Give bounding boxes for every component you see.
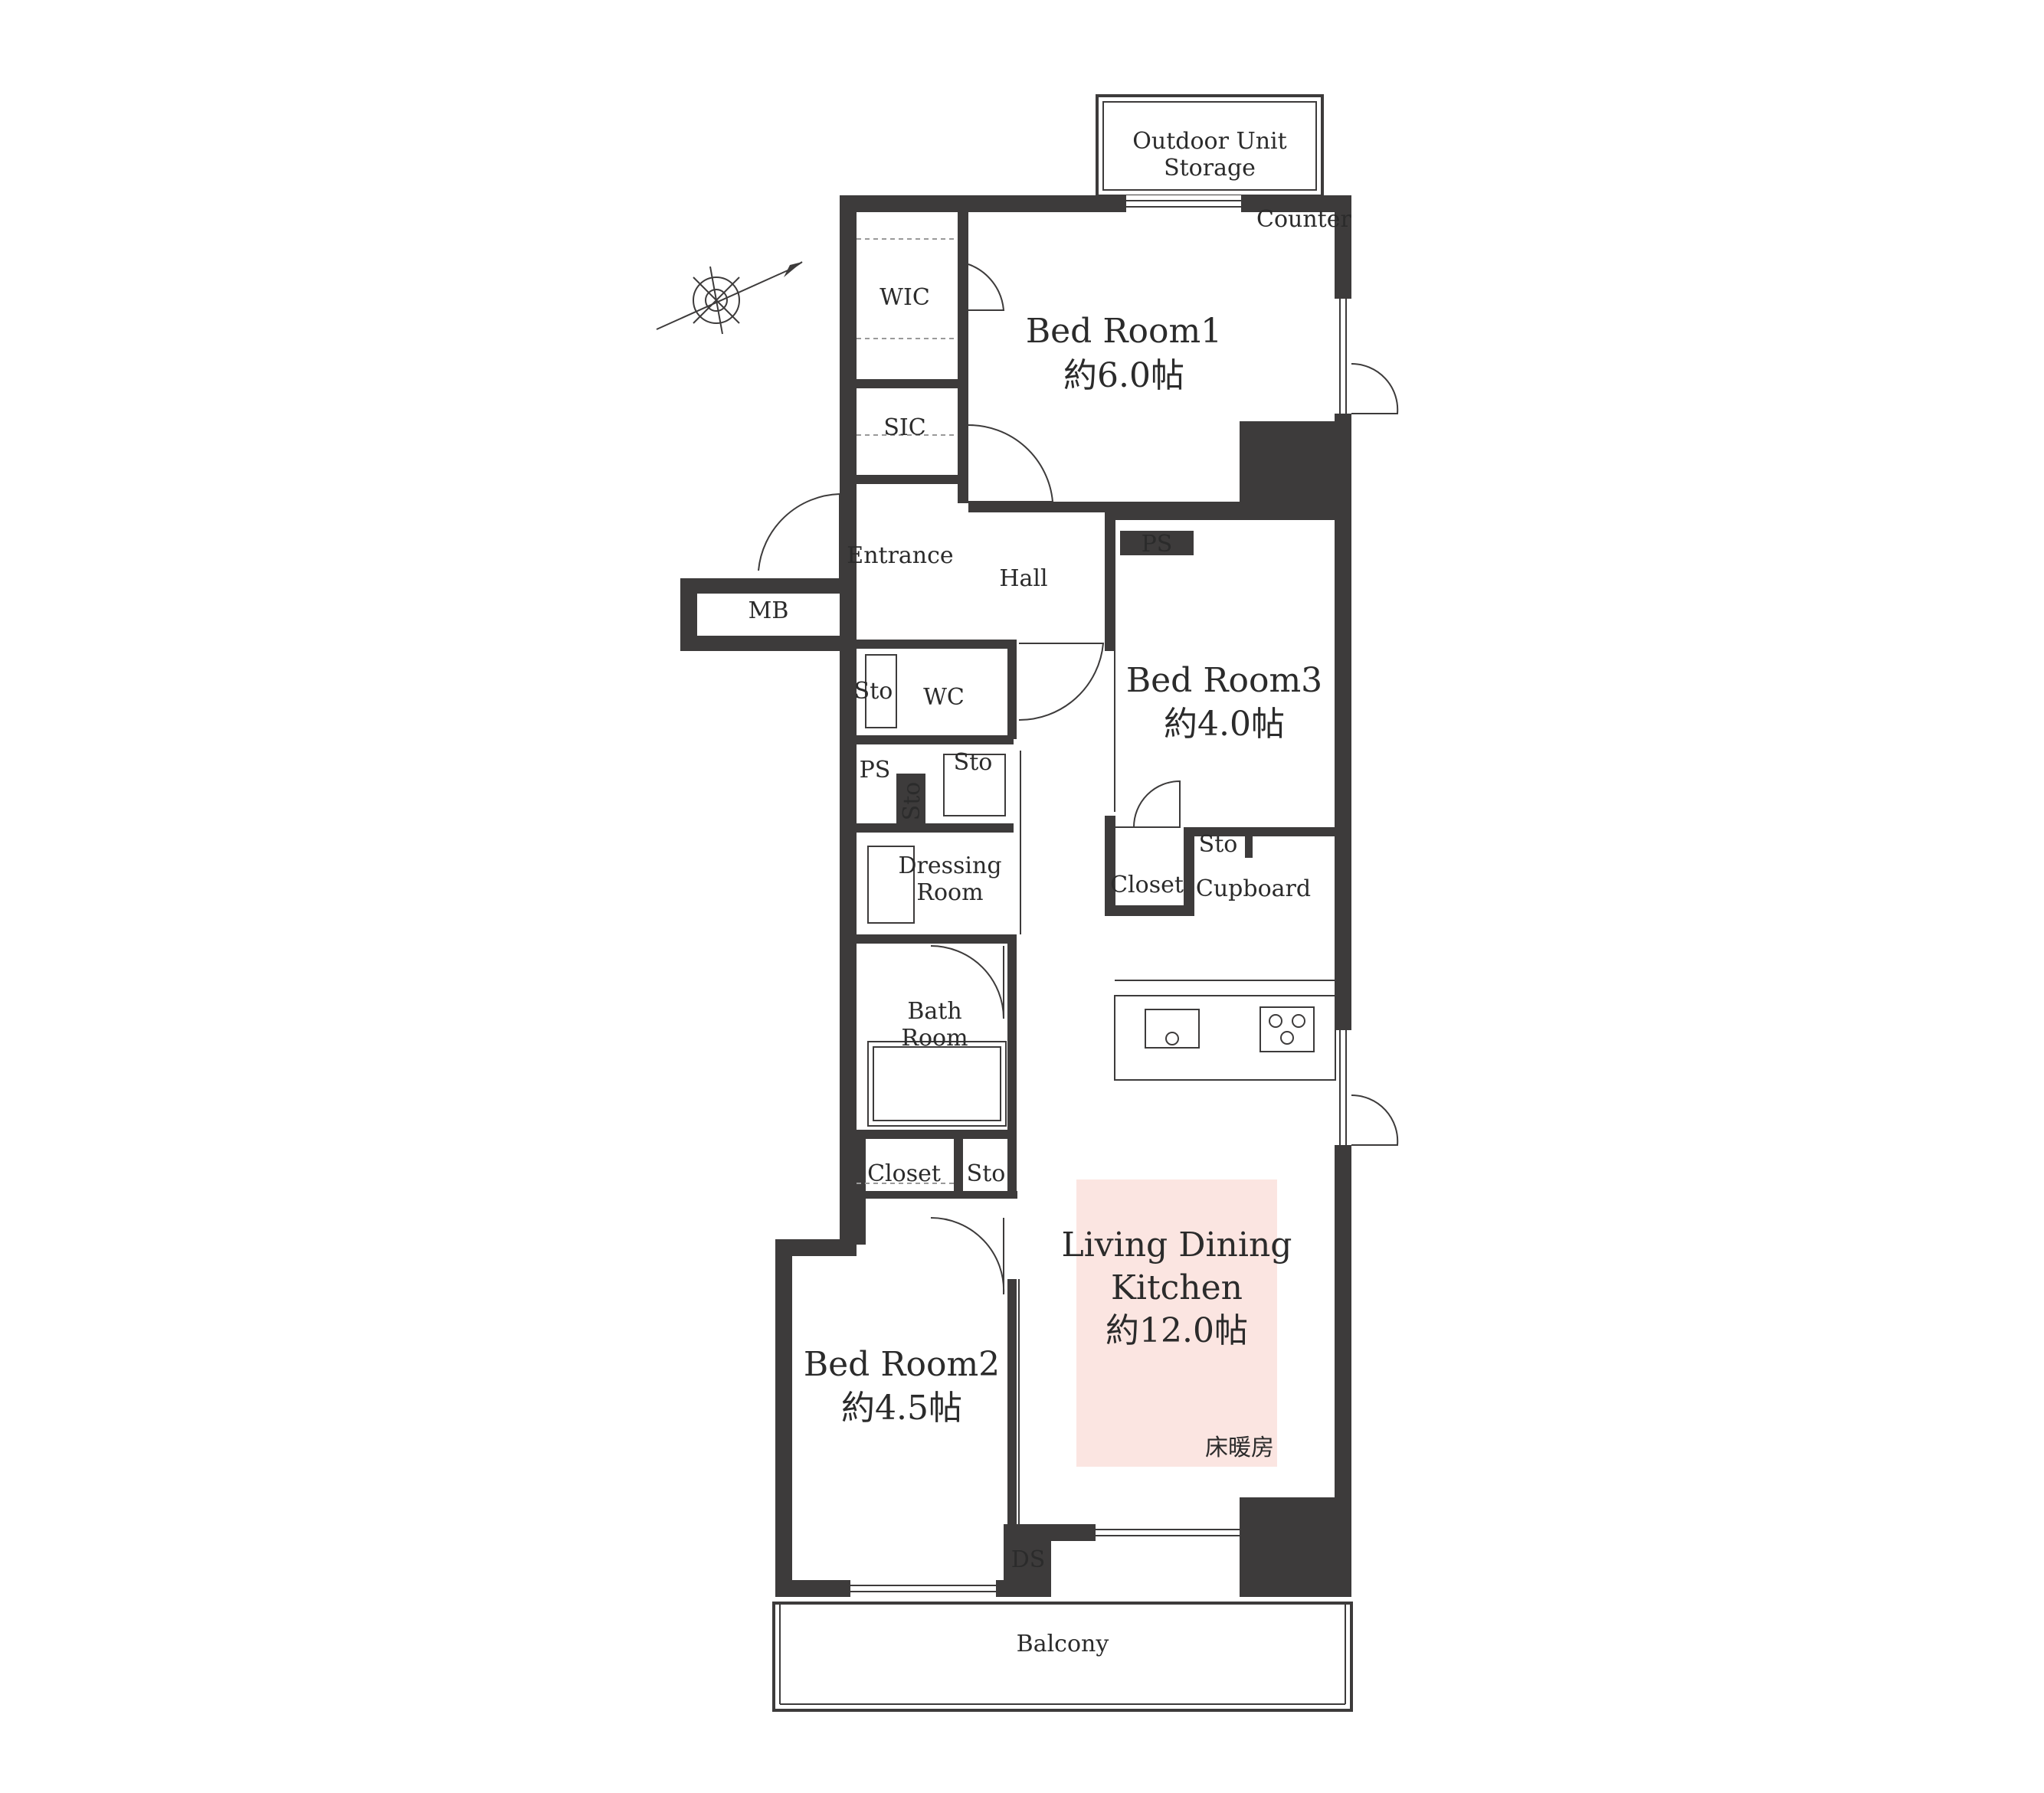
bedroom2-size: 約4.5帖 (841, 1389, 962, 1428)
windows (850, 195, 1351, 1597)
mb-box (697, 594, 840, 636)
balcony-label: Balcony (1017, 1631, 1109, 1657)
bedroom2-name: Bed Room2 (804, 1345, 1000, 1384)
ldk-size: 約12.0帖 (1106, 1311, 1248, 1350)
ds-label: DS (1011, 1546, 1046, 1573)
bedroom3-size: 約4.0帖 (1164, 705, 1285, 744)
sic-label: SIC (883, 414, 925, 441)
bedroom3-name: Bed Room3 (1126, 661, 1322, 700)
sto-lower-label: Sto (967, 1160, 1006, 1187)
bath-room-label: Bath Room (901, 998, 968, 1052)
cupboard-label: Cupboard (1196, 875, 1311, 902)
ps-left-label: PS (860, 757, 891, 784)
wic-label: WIC (880, 284, 930, 311)
ldk-label-line2: Kitchen (1111, 1268, 1243, 1307)
sto-dressing-side-label: Sto (899, 782, 925, 821)
outdoor-unit-storage-label: Outdoor Unit Storage (1132, 128, 1286, 182)
outdoor-unit-storage-label-line1: Outdoor Unit (1132, 128, 1286, 155)
wc-label: WC (923, 684, 965, 711)
bath-room-label-line2: Room (901, 1025, 968, 1052)
bedroom1-name: Bed Room1 (1026, 312, 1222, 351)
counter-label: Counter (1256, 206, 1351, 233)
closet-bed3-label: Closet (1110, 872, 1184, 898)
sto-bed3-label: Sto (1199, 831, 1238, 858)
bedroom1-size: 約6.0帖 (1063, 356, 1184, 395)
compass-icon (656, 261, 803, 335)
ldk-label-line1: Living Dining (1062, 1225, 1292, 1265)
dressing-room-label-line2: Room (916, 879, 983, 906)
entrance-label: Entrance (847, 542, 953, 569)
floor-heating-label: 床暖房 (1205, 1435, 1274, 1461)
ps-top-label: PS (1142, 531, 1173, 558)
wc-storage-label: Sto (854, 678, 893, 705)
bath-room-label-line1: Bath (907, 998, 961, 1025)
closet-lower-label: Closet (867, 1160, 941, 1187)
floor-heating-zone (1076, 1180, 1277, 1467)
dressing-room-label: Dressing Room (898, 852, 1001, 906)
interior-walls (857, 212, 1345, 1524)
mb-label: MB (748, 597, 789, 624)
hall-label: Hall (999, 565, 1047, 592)
outdoor-unit-storage-label-line2: Storage (1164, 155, 1256, 182)
balcony-area (772, 1602, 1353, 1712)
ldk-label: Living Dining Kitchen (1062, 1225, 1292, 1307)
doors-and-fixtures (758, 238, 1399, 1524)
dressing-room-label-line1: Dressing (898, 852, 1001, 879)
sto-dressing-top-label: Sto (954, 749, 993, 776)
